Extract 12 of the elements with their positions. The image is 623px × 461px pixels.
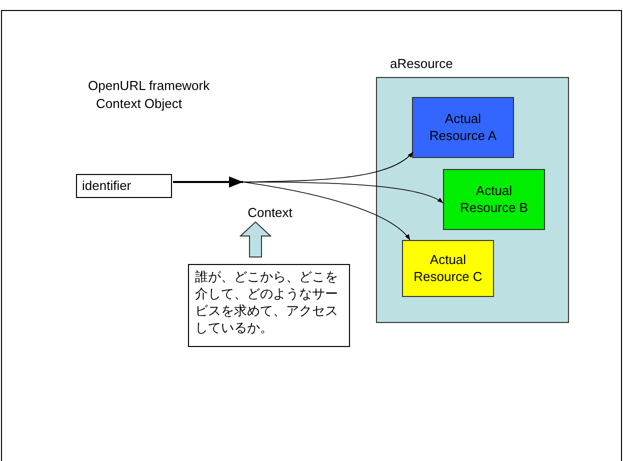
resource-box: Actual Resource B — [443, 169, 545, 230]
context-label: Context — [238, 204, 302, 222]
block-arrow — [239, 221, 272, 258]
note-box: 誰が、どこから、どこを介して、どのようなサービスを求めて、アクセスしているか。 — [188, 264, 350, 347]
arrow — [242, 182, 444, 204]
resource-box: Actual Resource C — [402, 240, 494, 297]
identifier-box: identifier — [76, 174, 172, 198]
arrow — [242, 182, 410, 240]
diagram-label: OpenURL framework Context Object — [88, 77, 211, 113]
resource-box: Actual Resource A — [412, 97, 514, 158]
arrow — [173, 176, 243, 188]
container-heading: aResource — [390, 56, 453, 71]
